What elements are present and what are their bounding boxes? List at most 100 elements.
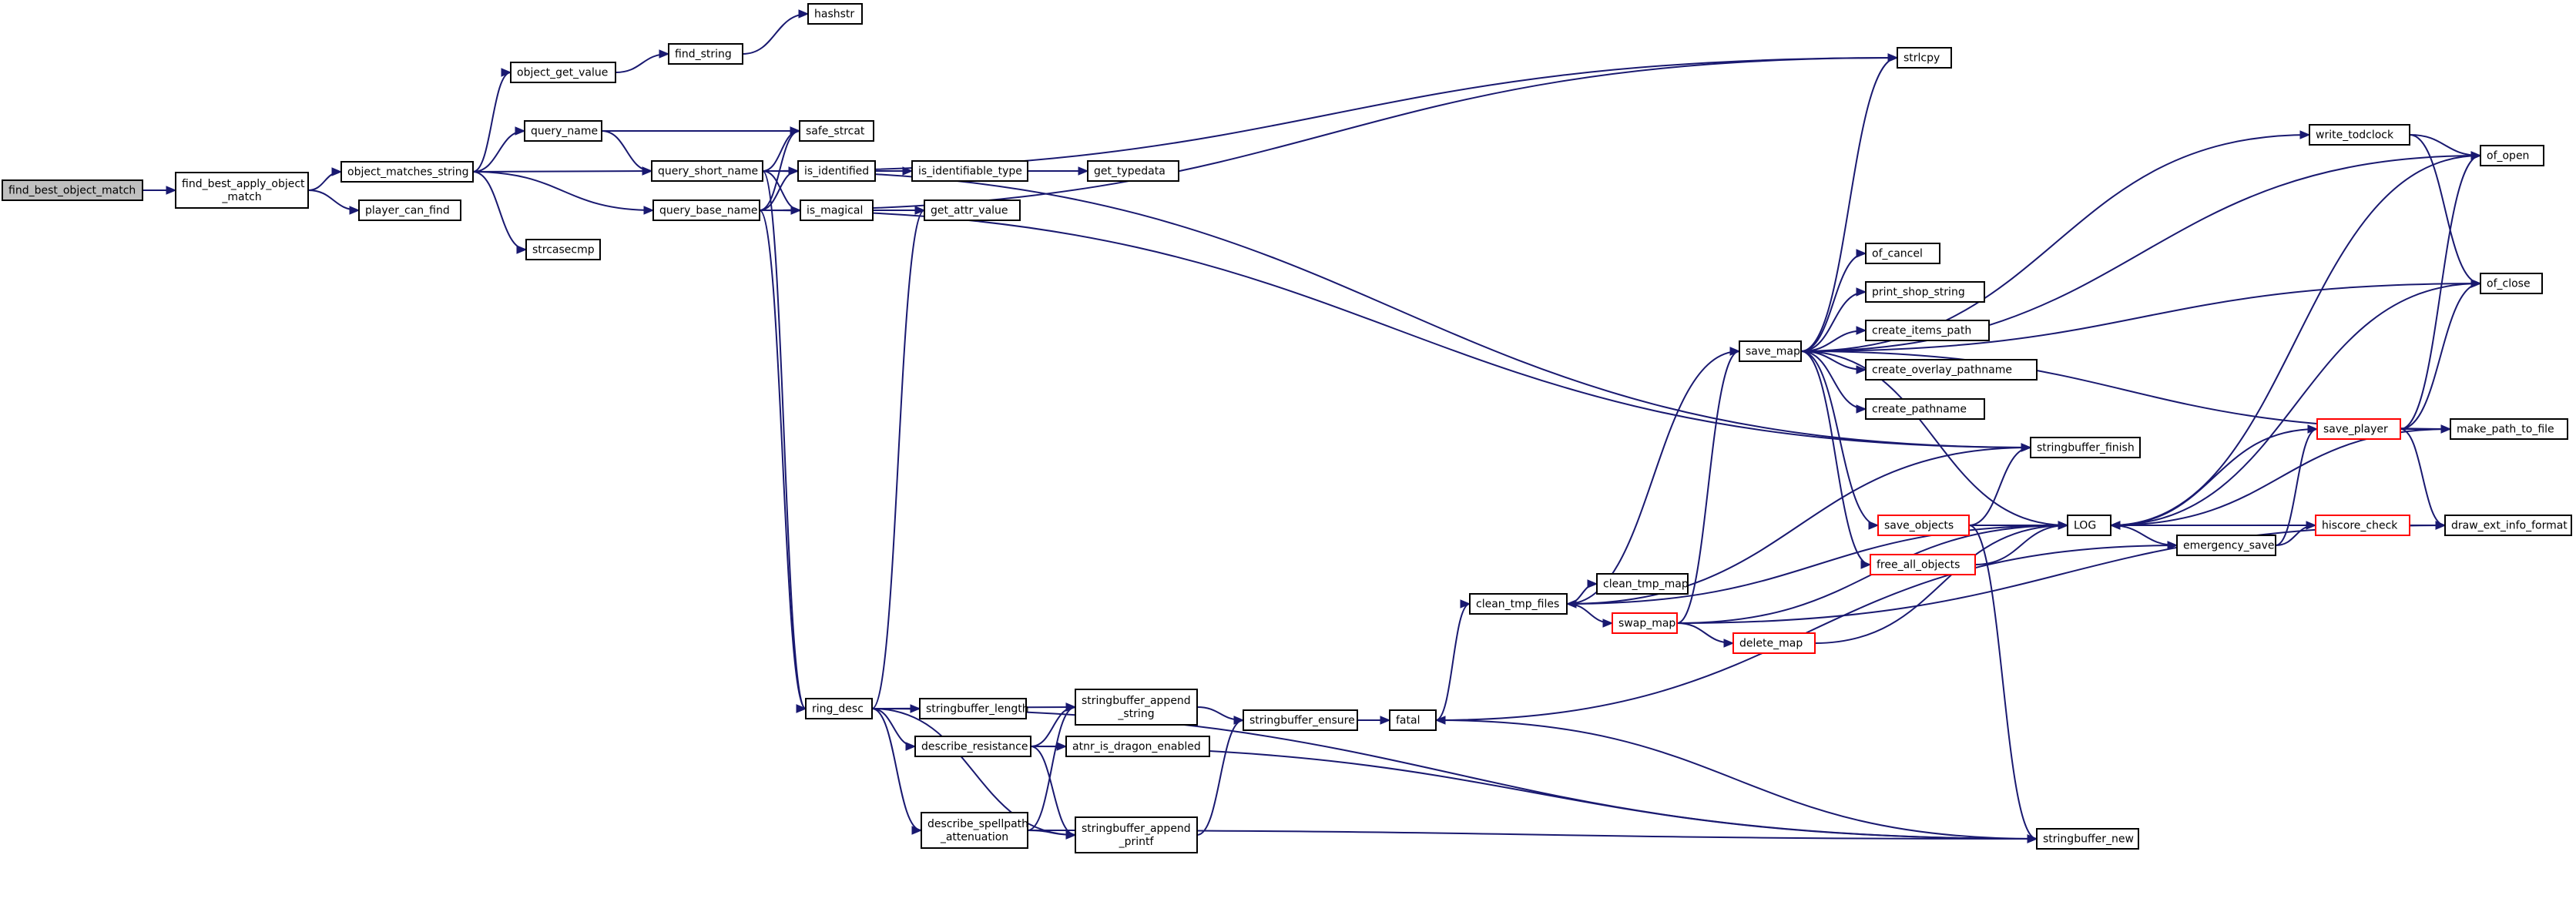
node-box: [805, 698, 873, 719]
node-createitems[interactable]: create_items_path: [1865, 320, 1990, 341]
node-box: [911, 160, 1028, 182]
node-qbname[interactable]: query_base_name: [652, 199, 760, 221]
edge-savemap-to-freeall: [1800, 350, 1872, 569]
node-label: _string: [1117, 708, 1154, 720]
node-label: stringbuffer_append: [1082, 695, 1191, 707]
edge-qbname-to-isident: [759, 166, 800, 211]
node-label: is_magical: [807, 205, 863, 217]
node-label: query_short_name: [658, 166, 758, 178]
node-label: LOG: [2074, 520, 2096, 532]
node-strlcpy[interactable]: strlcpy: [1897, 47, 1952, 69]
node-emergency[interactable]: emergency_save: [2176, 535, 2276, 556]
node-swapmap[interactable]: swap_map: [1612, 612, 1678, 634]
node-cleantmpmap[interactable]: clean_tmp_map: [1596, 573, 1689, 595]
node-cleantmp[interactable]: clean_tmp_files: [1469, 593, 1568, 615]
node-sbappstr[interactable]: stringbuffer_append_string: [1075, 689, 1198, 726]
node-ismagical[interactable]: is_magical: [800, 199, 874, 221]
node-log[interactable]: LOG: [2067, 515, 2111, 536]
node-box: [919, 698, 1027, 719]
node-saveplayer[interactable]: save_player: [2316, 418, 2401, 440]
node-atnr[interactable]: atnr_is_dragon_enabled: [1065, 736, 1210, 757]
edge-fbaom-to-pcf: [307, 189, 361, 215]
node-label: stringbuffer_finish: [2037, 442, 2135, 454]
node-label: atnr_is_dragon_enabled: [1072, 741, 1201, 753]
node-box: [1865, 281, 1985, 303]
edge-qbname-to-strlcpy: [759, 53, 1899, 211]
node-box: [921, 812, 1028, 849]
node-box: [1877, 515, 1970, 536]
node-label: stringbuffer_new: [2043, 833, 2134, 846]
node-box: [1389, 709, 1437, 731]
node-box: [524, 120, 602, 142]
node-box: [1596, 573, 1689, 595]
node-savemap[interactable]: save_map: [1739, 340, 1802, 362]
node-fbaom[interactable]: find_best_apply_object_match: [175, 172, 309, 209]
node-box: [2450, 418, 2568, 440]
node-ofclose[interactable]: of_close: [2480, 273, 2543, 294]
node-box: [358, 199, 461, 221]
node-box: [1732, 632, 1816, 654]
node-label: create_overlay_pathname: [1872, 364, 2012, 377]
node-label: get_typedata: [1094, 166, 1166, 178]
node-fstr[interactable]: find_string: [668, 43, 743, 65]
node-label: clean_tmp_map: [1603, 578, 1689, 591]
node-fatal[interactable]: fatal: [1389, 709, 1437, 731]
node-label: hashstr: [814, 8, 854, 21]
edge-savemap-to-createpath: [1800, 350, 1867, 414]
node-strcasecmp[interactable]: strcasecmp: [525, 239, 601, 260]
edge-oms-to-ogv: [472, 68, 512, 173]
node-root[interactable]: find_best_object_match: [2, 179, 143, 201]
edge-fatal-to-cleantmp: [1435, 599, 1471, 721]
node-hashstr[interactable]: hashstr: [807, 3, 863, 25]
node-isidtype[interactable]: is_identifiable_type: [911, 160, 1028, 182]
node-box: [799, 120, 874, 142]
node-sbfinish[interactable]: stringbuffer_finish: [2030, 437, 2141, 458]
node-createpath[interactable]: create_pathname: [1865, 398, 1985, 420]
node-box: [175, 172, 309, 209]
node-pcf[interactable]: player_can_find: [358, 199, 461, 221]
node-ogv[interactable]: object_get_value: [510, 62, 616, 83]
node-freeall[interactable]: free_all_objects: [1870, 554, 1976, 575]
node-hiscore[interactable]: hiscore_check: [2315, 515, 2410, 536]
node-saveobjects[interactable]: save_objects: [1877, 515, 1970, 536]
node-deletemap[interactable]: delete_map: [1732, 632, 1816, 654]
node-box: [1739, 340, 1802, 362]
node-box: [1065, 736, 1210, 757]
node-getattr[interactable]: get_attr_value: [924, 199, 1021, 221]
node-qsname[interactable]: query_short_name: [651, 160, 763, 182]
edge-root-to-fbaom: [143, 186, 177, 195]
node-makepath[interactable]: make_path_to_file: [2450, 418, 2568, 440]
node-sbappprintf[interactable]: stringbuffer_append_printf: [1075, 816, 1198, 853]
node-printshop[interactable]: print_shop_string: [1865, 281, 1985, 303]
node-createoverlay[interactable]: create_overlay_pathname: [1865, 359, 2038, 381]
node-label: print_shop_string: [1872, 287, 1965, 299]
node-isident[interactable]: is_identified: [797, 160, 876, 182]
node-sbensure[interactable]: stringbuffer_ensure: [1243, 709, 1358, 731]
edge-descsp-to-sbappstr: [1027, 702, 1077, 831]
node-qname[interactable]: query_name: [524, 120, 602, 142]
node-ofcancel[interactable]: of_cancel: [1865, 243, 1940, 264]
node-sbnew[interactable]: stringbuffer_new: [2036, 828, 2139, 850]
node-drawext[interactable]: draw_ext_info_format: [2444, 515, 2572, 536]
node-ringdesc[interactable]: ring_desc: [805, 698, 873, 719]
edge-savemap-to-ofcancel: [1800, 249, 1867, 352]
node-label: strcasecmp: [532, 244, 595, 256]
node-label: stringbuffer_ensure: [1249, 715, 1355, 727]
node-oms[interactable]: object_matches_string: [340, 161, 474, 183]
edge-log-to-cleantmp: [1565, 525, 2068, 609]
node-box: [2036, 828, 2139, 850]
node-box: [2176, 535, 2276, 556]
node-descres[interactable]: describe_resistance: [914, 736, 1031, 757]
edge-ringdesc-to-getattr: [871, 206, 926, 709]
node-ofopen[interactable]: of_open: [2480, 145, 2544, 166]
node-writetod[interactable]: write_todclock: [2309, 124, 2410, 146]
node-label: find_best_apply_object: [182, 178, 305, 190]
node-descsp[interactable]: describe_spellpath_attenuation: [921, 812, 1028, 849]
node-sblen[interactable]: stringbuffer_length: [919, 698, 1029, 719]
node-safestrcat[interactable]: safe_strcat: [799, 120, 874, 142]
node-gettypedata[interactable]: get_typedata: [1087, 160, 1179, 182]
node-box: [924, 199, 1021, 221]
node-label: save_objects: [1884, 520, 1954, 532]
node-label: object_matches_string: [347, 166, 469, 179]
node-box: [800, 199, 874, 221]
